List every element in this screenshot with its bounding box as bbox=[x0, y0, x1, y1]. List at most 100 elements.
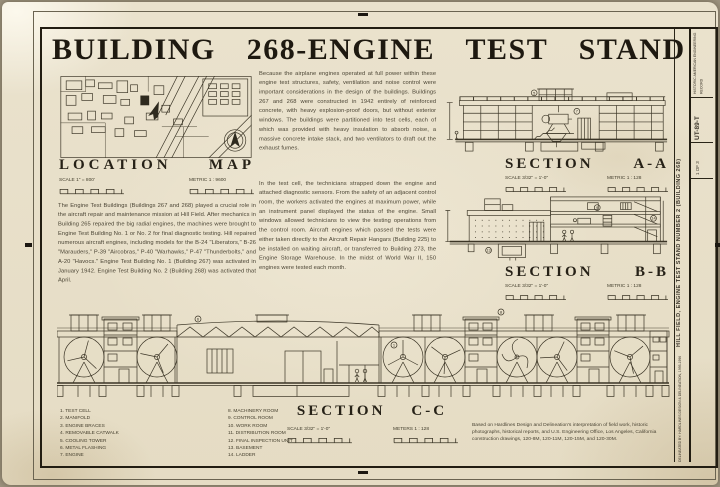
section-bb-drawing: 9 13 14 bbox=[445, 196, 668, 261]
section-bb-tag: B-B bbox=[634, 264, 669, 280]
runways bbox=[155, 76, 252, 158]
scale-bar bbox=[505, 187, 566, 192]
control-tower bbox=[462, 316, 500, 384]
cooling-tower bbox=[142, 314, 172, 332]
section-cc-heading: SECTION C-C bbox=[289, 403, 455, 420]
scale-bar bbox=[607, 187, 668, 192]
source-note: Based on Hardlines Design and Delineatio… bbox=[472, 421, 657, 442]
legend-item: 1. TEST CELL bbox=[60, 407, 91, 413]
titleblock-divider-outer bbox=[689, 29, 691, 462]
test-cell-propeller bbox=[609, 336, 651, 397]
location-map-scales: SCALE 1" = 800' METRIC 1 : 9600 bbox=[59, 177, 255, 195]
engine bbox=[541, 105, 574, 148]
scale-bar bbox=[189, 189, 254, 195]
dimension-line bbox=[446, 102, 453, 140]
registration-mark-left bbox=[25, 243, 32, 247]
callout: 14 bbox=[650, 215, 657, 222]
map-scale-imperial-label: SCALE 1" = 800' bbox=[59, 177, 95, 183]
cc-scale-metric-label: METERS 1 : 128 bbox=[393, 426, 430, 432]
test-cell-propeller bbox=[536, 336, 578, 397]
foundations bbox=[467, 243, 661, 255]
titleblock-rule bbox=[691, 142, 713, 143]
location-map-heading: LOCATION MAP bbox=[59, 157, 255, 174]
section-bb-heading: SECTION B-B bbox=[505, 264, 669, 281]
legend-item: 12. FINAL INSPECTION UNIT bbox=[228, 437, 293, 443]
section-cc-drawing: 6 1 8 bbox=[57, 308, 670, 397]
registration-mark-bottom bbox=[358, 471, 368, 474]
roads bbox=[60, 76, 209, 158]
section-aa-drawing: 5 7 bbox=[446, 88, 668, 152]
operation-paragraph: In the test cell, the technicians strapp… bbox=[259, 179, 437, 271]
titleblock-survey-number: UT-89-T bbox=[694, 116, 701, 140]
svg-text:9: 9 bbox=[596, 205, 598, 210]
sheet-title: BUILDING 268-ENGINE TEST STAND bbox=[52, 33, 686, 66]
legend-item: 11. DISTRIBUTION ROOM bbox=[228, 429, 286, 436]
svg-text:14: 14 bbox=[651, 216, 656, 221]
titleblock-sheet-info: 1 OF 3 bbox=[695, 161, 700, 175]
titleblock-divider-inner bbox=[674, 29, 675, 462]
svg-text:7: 7 bbox=[576, 109, 578, 114]
end-wall bbox=[649, 330, 668, 384]
section-aa-heading: SECTION A-A bbox=[505, 156, 669, 173]
callout: 1 bbox=[390, 341, 398, 349]
cooling-tower bbox=[412, 314, 442, 332]
location-map-heading-word2: MAP bbox=[208, 157, 255, 173]
stairs bbox=[633, 196, 658, 242]
callout: 8 bbox=[497, 308, 505, 316]
cooling-tower bbox=[524, 314, 554, 332]
map-scale-metric: METRIC 1 : 9600 bbox=[189, 177, 255, 195]
scale-bar bbox=[607, 295, 668, 300]
legend-column-1: 1. TEST CELL 2. MANIFOLD 3. ENGINE BRACE… bbox=[60, 407, 119, 459]
bb-scale-imperial-label: SCALE 3/32" = 1'-0" bbox=[505, 283, 549, 289]
map-scale-imperial: SCALE 1" = 800' bbox=[59, 177, 125, 195]
scale-bar bbox=[393, 438, 458, 444]
cooling-tower bbox=[69, 314, 99, 332]
legend-item: 9. CONTROL ROOM bbox=[228, 415, 274, 421]
sheet-main-border bbox=[40, 27, 718, 468]
legend-item: 7. ENGINE bbox=[60, 452, 84, 458]
location-map-heading-word1: LOCATION bbox=[59, 157, 172, 173]
legend-column-2: 8. MACHINERY ROOM 9. CONTROL ROOM 10. WO… bbox=[228, 407, 293, 459]
map-buildings bbox=[65, 79, 183, 137]
legend-item: 10. WORK ROOM bbox=[228, 422, 268, 428]
dimension-line bbox=[445, 210, 451, 242]
stair bbox=[533, 127, 555, 140]
test-cell-fan bbox=[496, 336, 538, 397]
legend-item: 14. LADDER bbox=[228, 452, 256, 458]
registration-mark-top bbox=[358, 13, 368, 16]
human-figure bbox=[362, 368, 368, 383]
titleblock-record-name: HISTORIC AMERICAN ENGINEERING RECORD bbox=[693, 32, 704, 94]
titleblock-rule bbox=[691, 178, 713, 179]
aa-scale-imperial-label: SCALE 3/32" = 1'-0" bbox=[505, 175, 549, 181]
scale-bar bbox=[287, 438, 352, 444]
svg-text:13: 13 bbox=[486, 248, 490, 253]
callout: 5 bbox=[530, 89, 538, 97]
legend-item: 8. MACHINERY ROOM bbox=[228, 407, 279, 413]
registration-mark-right bbox=[715, 243, 720, 247]
test-cell-propeller bbox=[382, 336, 424, 397]
left-test-cell-grid bbox=[463, 105, 533, 140]
callout: 13 bbox=[485, 247, 492, 254]
legend-item: 13. BASEMENT bbox=[228, 444, 263, 451]
test-cell-propeller bbox=[424, 336, 466, 397]
map-inset bbox=[202, 78, 249, 117]
foundations bbox=[464, 142, 664, 152]
callout: 9 bbox=[593, 204, 601, 211]
work-hall bbox=[176, 314, 380, 397]
legend-item: 3. ENGINE BRACES bbox=[60, 422, 105, 428]
human-figure bbox=[570, 229, 574, 242]
section-aa-word: SECTION bbox=[505, 156, 594, 172]
svg-text:1: 1 bbox=[393, 343, 396, 348]
test-cell-propeller bbox=[136, 336, 178, 397]
right-test-cell-grid bbox=[599, 105, 664, 140]
construction-paragraph: Because the airplane engines operated at… bbox=[259, 69, 437, 151]
aa-scale-metric-label: METRIC 1 : 128 bbox=[607, 175, 642, 181]
section-cc-tag: C-C bbox=[411, 403, 448, 419]
map-scale-metric-label: METRIC 1 : 9600 bbox=[189, 177, 227, 183]
cooling-tower bbox=[537, 88, 574, 101]
svg-text:6: 6 bbox=[197, 317, 200, 322]
basement-pit bbox=[497, 243, 526, 261]
cooling-tower bbox=[616, 314, 646, 332]
